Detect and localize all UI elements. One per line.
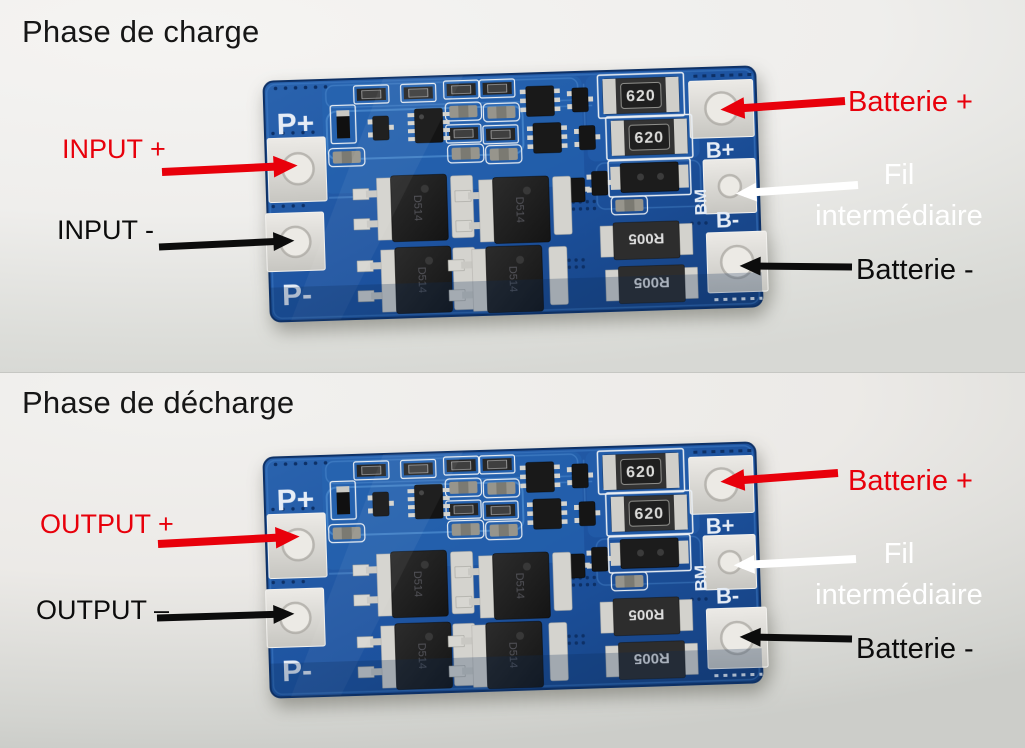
output-minus-label: OUTPUT –	[36, 595, 170, 625]
page-title: Phase de charge	[22, 14, 260, 49]
middle-wire-label-line1: Fil	[883, 538, 915, 570]
battery-minus-label: Batterie -	[856, 254, 974, 286]
middle-wire-label: Fil intermédiaire	[798, 155, 1000, 237]
discharge-phase-panel: Phase de décharge OUTPUT + OUTPUT – Batt…	[0, 372, 1025, 748]
page-title: Phase de décharge	[22, 385, 295, 420]
input-minus-label: INPUT -	[57, 215, 155, 245]
middle-wire-label-line1: Fil	[883, 159, 915, 191]
pcb-board	[262, 441, 763, 698]
middle-wire-label-line2: intermédiaire	[815, 579, 983, 611]
battery-plus-label: Batterie +	[848, 465, 973, 497]
input-plus-label: INPUT +	[62, 134, 166, 164]
charge-phase-panel: Phase de charge INPUT + INPUT - Batterie…	[0, 0, 1025, 372]
middle-wire-label-line2: intermédiaire	[815, 200, 983, 232]
battery-plus-label: Batterie +	[848, 86, 973, 118]
pcb-board	[262, 65, 763, 322]
battery-minus-label: Batterie -	[856, 633, 974, 665]
middle-wire-label: Fil intermédiaire	[798, 534, 1000, 616]
output-plus-label: OUTPUT +	[40, 509, 174, 539]
